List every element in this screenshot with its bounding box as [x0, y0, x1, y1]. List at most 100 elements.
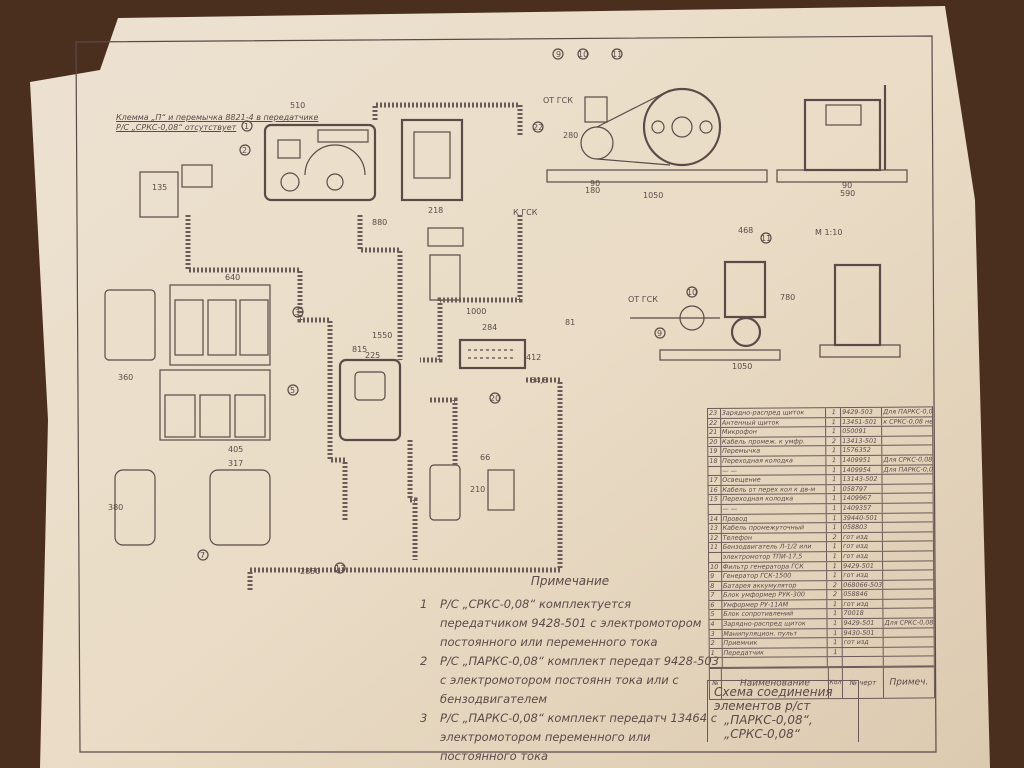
- svg-text:380: 380: [108, 503, 123, 512]
- cell-name: Кабель промеж. к умфр.: [720, 436, 827, 447]
- cell-drawing: 068066-503: [842, 580, 884, 590]
- cell-qty: 1: [827, 628, 843, 638]
- cell-note: [884, 657, 934, 666]
- cell-qty: 1: [826, 446, 842, 456]
- cell-number: 5: [709, 610, 723, 620]
- cell-number: 4: [709, 619, 723, 629]
- svg-text:9: 9: [556, 50, 561, 59]
- cell-name: Переходная колодка: [721, 494, 828, 504]
- cell-drawing: 70018: [842, 609, 884, 619]
- svg-text:90: 90: [842, 181, 852, 190]
- cell-number: 12: [708, 533, 722, 543]
- cell-number: 17: [708, 476, 722, 485]
- cell-number: 11: [708, 543, 722, 552]
- top-note-line: Клемма „П“ и перемычка 8821-4 в передатч…: [116, 113, 319, 122]
- cell-qty: 2: [827, 580, 843, 590]
- cell-qty: 1: [826, 427, 842, 436]
- cell-drawing: [842, 657, 884, 667]
- cell-note: [883, 561, 933, 570]
- cell-qty: 1: [827, 609, 843, 619]
- cell-drawing: гот изд: [842, 638, 884, 647]
- cell-name: Кабель промежуточный: [721, 523, 828, 533]
- title-line: элементов р/ст: [714, 699, 811, 713]
- cell-name: Микрофон: [720, 427, 827, 437]
- note-text: Р/С „СРКС-0,08“ комплектуется передатчик…: [440, 597, 702, 649]
- cell-qty: 1: [827, 503, 842, 513]
- cell-qty: 1: [827, 513, 842, 523]
- cell-name: Антенный щиток: [720, 417, 827, 428]
- cell-drawing: 9429-501: [842, 618, 884, 628]
- svg-text:317: 317: [228, 459, 243, 468]
- svg-text:М 1:10: М 1:10: [815, 228, 842, 237]
- note-number: 1: [420, 597, 428, 611]
- cell-note: [883, 590, 933, 599]
- cell-note: [883, 513, 933, 522]
- cell-number: 18: [708, 456, 722, 466]
- keying-panel: [458, 338, 527, 370]
- cell-qty: 1: [827, 619, 843, 628]
- cell-number: 9: [709, 571, 722, 581]
- notes-section: Примечание 1 Р/С „СРКС-0,08“ комплектуетс…: [420, 572, 720, 766]
- cell-number: 15: [708, 495, 722, 504]
- cell-drawing: 1576352: [841, 446, 883, 456]
- generator-side-view: [546, 87, 768, 183]
- cell-note: [883, 571, 933, 580]
- cell-drawing: 9430-501: [842, 628, 884, 638]
- cell-number: 1: [709, 648, 723, 658]
- engine-side-view: [630, 260, 781, 361]
- cell-name: — —: [721, 504, 828, 514]
- cell-number: 23: [708, 408, 721, 418]
- svg-text:815: 815: [352, 345, 367, 354]
- cell-note: [882, 446, 932, 455]
- cell-number: 22: [708, 418, 721, 428]
- cell-qty: 2: [827, 532, 842, 542]
- cell-qty: 1: [826, 456, 842, 465]
- cell-qty: 1: [826, 475, 842, 484]
- svg-text:1000: 1000: [466, 307, 486, 316]
- cell-qty: 1: [827, 542, 843, 552]
- notes-title: Примечание: [530, 574, 610, 588]
- generator-front-view: [776, 85, 908, 183]
- engine-front-view: [819, 263, 901, 358]
- cell-note: [883, 580, 933, 589]
- cell-note: Для СРКС-0,08: [884, 618, 934, 627]
- title-line: „ПАРКС-0,08“,: [724, 713, 813, 727]
- cell-note: [884, 647, 934, 656]
- svg-text:135: 135: [152, 183, 167, 192]
- note-item: 1 Р/С „СРКС-0,08“ комплектуется передатчи…: [420, 595, 720, 652]
- cell-name: Кабель от перех кол к дв-м: [721, 484, 827, 495]
- cell-qty: 1: [827, 638, 843, 648]
- svg-text:412: 412: [526, 353, 541, 362]
- cell-name: Приемник: [722, 638, 829, 648]
- cell-note: [883, 475, 933, 484]
- svg-text:218: 218: [428, 206, 443, 215]
- note-text: Р/С „ПАРКС-0,08“ комплект передатч 13464…: [440, 711, 718, 763]
- svg-text:11: 11: [761, 234, 771, 243]
- telephone-views: [114, 464, 515, 546]
- cell-number: 19: [708, 447, 722, 456]
- svg-text:1050: 1050: [643, 191, 663, 200]
- cell-name: Батарея аккумулятор: [721, 580, 828, 591]
- cell-drawing: 1409954: [841, 465, 883, 475]
- svg-text:66: 66: [480, 453, 490, 462]
- cell-note: [882, 436, 932, 445]
- svg-text:К ГСК: К ГСК: [513, 208, 538, 217]
- svg-text:180: 180: [585, 186, 600, 195]
- cell-name: электромотор ТПИ-17,5: [721, 552, 828, 562]
- cell-drawing: 058846: [842, 590, 884, 599]
- svg-text:284: 284: [482, 323, 497, 332]
- svg-text:510: 510: [290, 101, 305, 110]
- cell-qty: 2: [826, 436, 842, 446]
- cable-runs: [185, 102, 563, 590]
- svg-text:2: 2: [242, 146, 247, 155]
- cell-drawing: 1409967: [841, 494, 883, 503]
- top-note-line: Р/С „СРКС-0,08“ отсутствует: [116, 123, 237, 132]
- svg-text:5: 5: [290, 386, 295, 395]
- cell-drawing: гот изд: [842, 551, 884, 561]
- cell-qty: 1: [827, 571, 843, 580]
- cell-drawing: 1409357: [841, 503, 883, 513]
- svg-text:20: 20: [490, 394, 500, 403]
- cell-name: Манипуляцион. пульт: [722, 628, 828, 639]
